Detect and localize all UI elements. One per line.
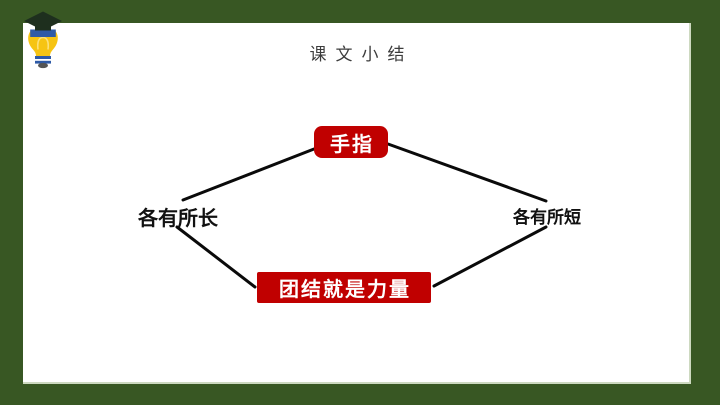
graduation-cap-lightbulb-icon [24,11,62,69]
slide-canvas [23,23,691,384]
label-shortcomings: 各有所短 [513,208,581,227]
slide-title: 课文小结 [309,45,414,64]
node-unity-label: 团结就是力量 [279,279,411,301]
node-fingers: 手指 [314,126,388,158]
node-unity-is-strength: 团结就是力量 [257,272,431,303]
label-strengths: 各有所长 [138,208,218,230]
node-fingers-label: 手指 [330,133,374,156]
